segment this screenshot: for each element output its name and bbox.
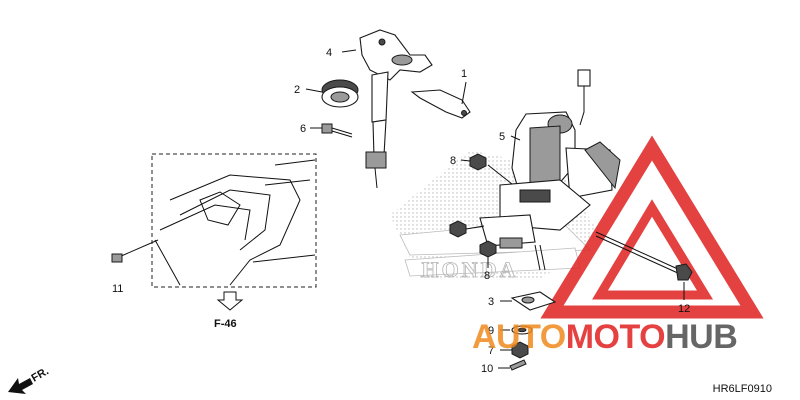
callout-4: 4 (326, 47, 332, 59)
bolt-11 (111, 239, 159, 263)
reference-label: F-46 (214, 318, 237, 330)
callout-3: 3 (488, 296, 494, 308)
honda-watermark-text: HONDA (422, 257, 519, 282)
nut-left-drawing (449, 220, 485, 238)
collar-3-drawing (510, 291, 557, 311)
cotter-pin-10-drawing (509, 359, 527, 371)
callout-10: 10 (481, 363, 493, 375)
nut-8-upper-drawing (469, 153, 513, 185)
callout-2: 2 (294, 84, 300, 96)
reference-arrow-down-icon (216, 291, 244, 311)
eps-motor-assembly-drawing (479, 69, 621, 271)
logo-part-auto: AUTO (472, 318, 566, 356)
wire-clip-drawing (410, 89, 471, 119)
direction-label: FR. (30, 365, 51, 384)
callout-7: 7 (488, 345, 494, 357)
nut-7-drawing (511, 341, 529, 359)
grommet-drawing (321, 79, 359, 108)
diagram-code: HR6LF0910 (713, 383, 772, 395)
nut-8-lower-drawing (479, 240, 497, 268)
svg-text:AUTOMOTOHUB: AUTOMOTOHUB (472, 318, 737, 356)
frame-bracket-drawing (154, 159, 316, 286)
callout-9: 9 (488, 325, 494, 337)
front-direction-arrow-icon (8, 378, 33, 394)
logo-part-moto: MOTO (566, 318, 665, 356)
callout-5: 5 (499, 131, 505, 143)
logo-part-hub: HUB (665, 318, 737, 356)
reference-frame-box (151, 153, 317, 288)
automotohub-logo: AUTOMOTOHUB (472, 318, 738, 356)
long-bolt-12-drawing (595, 231, 693, 281)
callout-8-upper: 8 (450, 155, 456, 167)
callout-1: 1 (461, 68, 467, 80)
callout-11: 11 (112, 283, 123, 295)
callout-12: 12 (678, 303, 690, 315)
triangle-logo-mark (540, 135, 764, 319)
callout-8-lower: 8 (484, 270, 490, 282)
steering-column-drawing (359, 29, 433, 189)
bolt-6-drawing (321, 123, 353, 138)
washer-9-drawing (511, 325, 533, 335)
callout-6: 6 (300, 123, 306, 135)
